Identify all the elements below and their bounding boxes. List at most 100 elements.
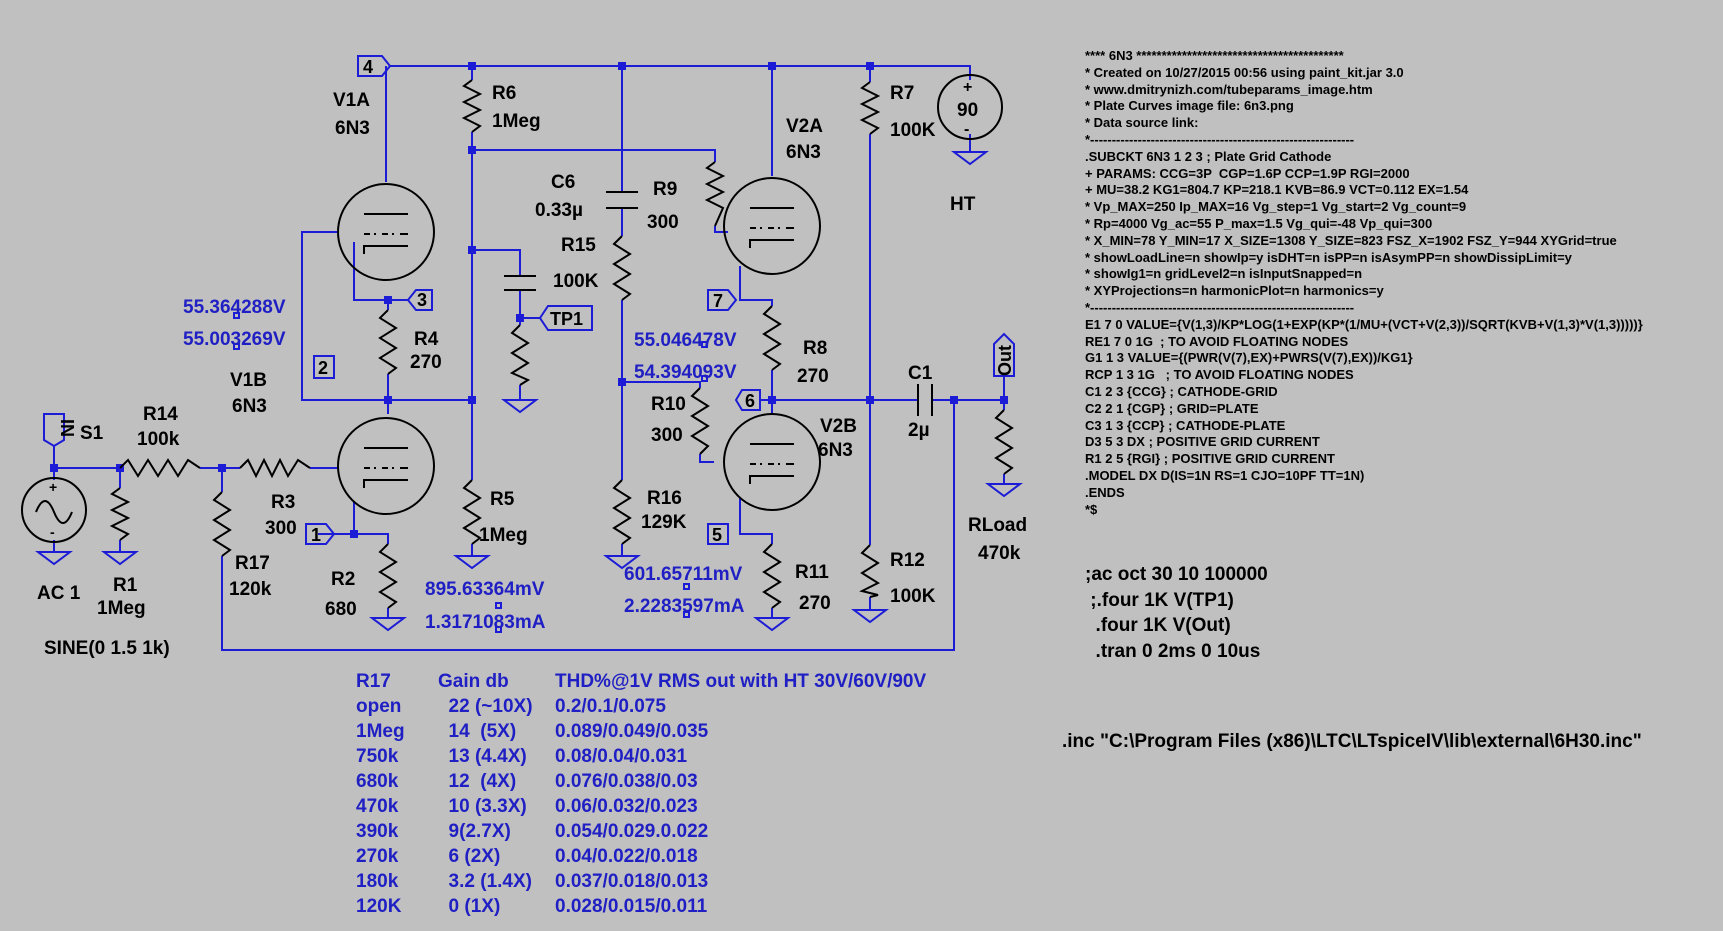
r5-name: R5	[490, 489, 515, 510]
gain-table-cell-r17: open	[356, 695, 402, 717]
r8-value: 270	[797, 366, 829, 387]
gain-table-cell-gain: 3.2 (1.4X)	[438, 870, 532, 892]
probe-i1: 1.3171083mA	[425, 612, 546, 633]
r15-value: 100K	[553, 271, 599, 292]
gain-table-cell-r17: 750k	[356, 745, 399, 767]
v2b-model: 6N3	[818, 440, 853, 461]
rload-value: 470k	[978, 543, 1021, 564]
tube-v2b	[723, 413, 821, 511]
resistor-r11	[762, 543, 782, 609]
gain-table-cell-thd: 0.08/0.04/0.031	[555, 745, 688, 767]
r7-name: R7	[890, 83, 914, 104]
grounds	[37, 151, 1021, 631]
v2b-name: V2B	[820, 416, 857, 437]
gain-table-cell-r17: 180k	[356, 870, 399, 892]
gain-table-cell-gain: 10 (3.3X)	[438, 795, 527, 817]
spice-model-text: **** 6N3 *******************************…	[1085, 48, 1643, 517]
probe-v1: 55.364288V	[183, 297, 286, 318]
v1a-name: V1A	[333, 90, 370, 111]
svg-text:+: +	[49, 479, 57, 495]
resistor-r2	[378, 543, 398, 609]
gain-table-header: R17 Gain db THD%@1V RMS out with HT 30V/…	[356, 669, 926, 694]
gain-table-cell-r17: 470k	[356, 795, 399, 817]
tube-v1a	[337, 183, 435, 281]
gain-table-cell-gain: 22 (~10X)	[438, 695, 533, 717]
port-6-label: 6	[745, 391, 755, 411]
table-row: 470k 10 (3.3X)0.06/0.032/0.023	[356, 794, 926, 819]
rload-name: RLoad	[968, 515, 1027, 536]
gain-table-cell-r17: 390k	[356, 820, 399, 842]
port-5-label: 5	[712, 525, 722, 545]
v1b-name: V1B	[230, 370, 267, 391]
r17-value: 120k	[229, 579, 272, 600]
r1-value: 1Meg	[97, 598, 146, 619]
c6-value: 0.33µ	[535, 200, 583, 221]
gain-table-cell-thd: 0.089/0.049/0.035	[555, 720, 709, 742]
resistor-r17	[212, 491, 232, 557]
gain-table-header-thd: THD%@1V RMS out with HT 30V/60V/90V	[555, 670, 927, 692]
r2-value: 680	[325, 599, 357, 620]
r4-name: R4	[414, 329, 439, 350]
resistor-r12	[859, 544, 881, 598]
r10-name: R10	[651, 394, 686, 415]
table-row: 750k 13 (4.4X)0.08/0.04/0.031	[356, 744, 926, 769]
table-row: open 22 (~10X) 0.2/0.1/0.075	[356, 694, 926, 719]
spice-directives: ;ac oct 30 10 100000 ;.four 1K V(TP1) .f…	[1085, 564, 1268, 662]
probe-markers	[233, 312, 708, 633]
capacitor-c1	[917, 384, 933, 416]
tube-v2a	[723, 177, 821, 275]
gain-table-cell-gain: 9(2.7X)	[438, 820, 511, 842]
r9-name: R9	[653, 179, 677, 200]
r16-name: R16	[647, 488, 682, 509]
r7-value: 100K	[890, 120, 936, 141]
svg-text:+: +	[963, 79, 972, 96]
port-2-label: 2	[318, 358, 328, 378]
r11-name: R11	[795, 562, 829, 583]
gain-table-cell-thd: 0.2/0.1/0.075	[555, 695, 666, 717]
gain-table-cell-thd: 0.028/0.015/0.011	[555, 895, 708, 917]
gain-table-cell-thd: 0.076/0.038/0.03	[555, 770, 698, 792]
table-row: 390k 9(2.7X)0.054/0.029.0.022	[356, 819, 926, 844]
v1b-model: 6N3	[232, 396, 267, 417]
include-directive: .inc "C:\Program Files (x86)\LTC\LTspice…	[1062, 731, 1642, 752]
gain-table-cell-thd: 0.037/0.018/0.013	[555, 870, 709, 892]
v2a-name: V2A	[786, 116, 823, 137]
r9-value: 300	[647, 212, 679, 233]
r15-name: R15	[561, 235, 596, 256]
gain-table-cell-gain: 14 (5X)	[438, 720, 517, 742]
port-4-label: 4	[363, 57, 373, 77]
gain-table-cell-r17: 680k	[356, 770, 399, 792]
c1-value: 2µ	[908, 420, 930, 441]
c1-name: C1	[908, 363, 933, 384]
table-row: 180k 3.2 (1.4X) 0.037/0.018/0.013	[356, 869, 926, 894]
gain-table-cell-r17: 120K	[356, 895, 402, 917]
r10-value: 300	[651, 425, 683, 446]
r8-name: R8	[803, 338, 827, 359]
resistor-r1	[109, 487, 131, 541]
gain-table-cell-r17: 1Meg	[356, 720, 405, 742]
table-row: 1Meg 14 (5X) 0.089/0.049/0.035	[356, 719, 926, 744]
r12-value: 100K	[890, 586, 936, 607]
r12-name: R12	[890, 550, 925, 571]
probe-i2: 2.2283597mA	[624, 596, 745, 617]
gain-table-cell-gain: 12 (4X)	[438, 770, 517, 792]
probe-v3: 55.046478V	[634, 330, 737, 351]
capacitors	[504, 191, 933, 416]
ht-name: HT	[950, 194, 976, 215]
resistor-r7	[859, 81, 881, 135]
tube-v1b	[337, 417, 435, 515]
port-1-label: 1	[311, 525, 321, 545]
gain-table-cell-thd: 0.04/0.022/0.018	[555, 845, 698, 867]
switch-s1-label: S1	[80, 423, 104, 444]
capacitor-tp1	[504, 275, 536, 291]
ht-source: + -	[937, 74, 1003, 140]
resistor-r6	[461, 79, 483, 133]
capacitor-c6	[606, 191, 638, 209]
r5-value: 1Meg	[479, 525, 528, 546]
port-3-label: 3	[417, 290, 427, 310]
wires	[53, 65, 1005, 651]
resistor-r10	[690, 387, 710, 455]
table-row: 270k 6 (2X)0.04/0.022/0.018	[356, 844, 926, 869]
probe-v4: 54.394093V	[634, 362, 737, 383]
